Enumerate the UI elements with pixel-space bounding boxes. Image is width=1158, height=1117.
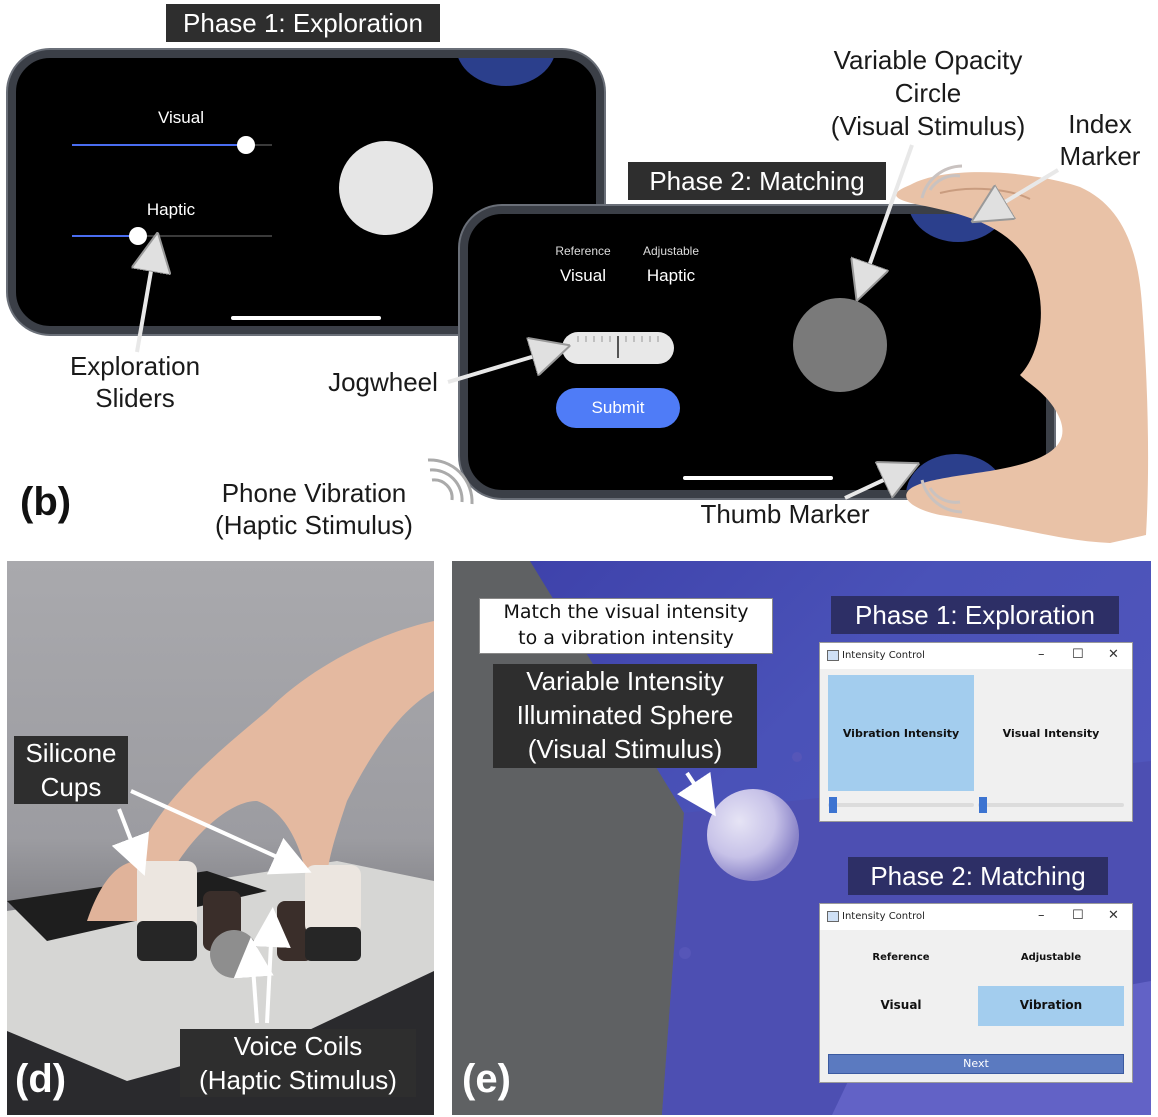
- panel-d-label: (d): [15, 1057, 67, 1101]
- silicone-cups-label-1: Silicone: [14, 736, 128, 770]
- silicone-cups-label-2: Cups: [14, 770, 128, 804]
- app-icon: [827, 911, 839, 922]
- phase2-tag-b: Phase 2: Matching: [628, 162, 886, 200]
- intensity-window-1: Intensity Control – ☐ ✕ Vibration Intens…: [819, 642, 1133, 822]
- index-marker-label-1: Index: [1068, 109, 1132, 139]
- maximize-icon[interactable]: ☐: [1072, 908, 1084, 923]
- panel-b-label: (b): [20, 480, 72, 524]
- reference-header: Reference: [555, 244, 611, 258]
- close-icon[interactable]: ✕: [1108, 908, 1119, 923]
- haptic-slider-fill: [72, 235, 138, 237]
- close-icon[interactable]: ✕: [1108, 647, 1119, 662]
- minimize-icon[interactable]: –: [1038, 908, 1045, 923]
- window-title: Intensity Control: [842, 650, 925, 661]
- adjustable-value: Haptic: [646, 266, 696, 285]
- home-indicator: [231, 316, 381, 320]
- index-marker-label-2: Marker: [1059, 141, 1141, 171]
- visual-slider-track[interactable]: [978, 803, 1124, 807]
- visual-intensity-label: Visual Intensity: [1002, 727, 1100, 740]
- panel-d-arrows: [111, 789, 312, 1024]
- phase1-tag-e: Phase 1: Exploration: [831, 596, 1119, 634]
- phone-vibration-label-2: (Haptic Stimulus): [215, 510, 413, 540]
- visual-slider-label: Visual: [158, 108, 204, 127]
- jogwheel-ticks: [577, 336, 659, 358]
- visual-slider-handle[interactable]: [979, 797, 987, 813]
- instruction-line-1: Match the visual intensity: [503, 601, 749, 623]
- intensity-window-2: Intensity Control – ☐ ✕ Reference Adjust…: [819, 903, 1133, 1083]
- phone-exploration: Visual Haptic: [8, 50, 604, 334]
- home-indicator: [683, 476, 833, 480]
- adjustable-header: Adjustable: [1020, 952, 1082, 963]
- window-titlebar[interactable]: Intensity Control – ☐ ✕: [820, 643, 1132, 669]
- visual-slider-fill: [72, 144, 246, 146]
- instruction-box: Match the visual intensity to a vibratio…: [479, 598, 773, 654]
- visual-slider-knob[interactable]: [237, 136, 255, 154]
- adjustable-value-block: [978, 986, 1124, 1026]
- phase1-tag-b: Phase 1: Exploration: [166, 4, 440, 42]
- variable-opacity-label-2: Circle: [894, 78, 962, 108]
- submit-button[interactable]: Submit: [556, 388, 680, 428]
- jogwheel[interactable]: [562, 332, 674, 364]
- exploration-sliders-label-1: Exploration: [69, 351, 201, 381]
- variable-opacity-label-3: (Visual Stimulus): [830, 111, 1026, 141]
- sphere-label-2: Illuminated Sphere: [493, 698, 757, 732]
- reference-value: Visual: [880, 998, 922, 1012]
- app-icon: [827, 650, 839, 661]
- voice-coils-label-2: (Haptic Stimulus): [180, 1063, 416, 1097]
- phone-vibration-label-1: Phone Vibration: [221, 478, 407, 508]
- thumb-marker-label: Thumb Marker: [700, 499, 870, 529]
- reference-header: Reference: [872, 952, 930, 963]
- reference-value: Visual: [560, 266, 606, 285]
- vibration-slider-handle[interactable]: [829, 797, 837, 813]
- minimize-icon[interactable]: –: [1038, 647, 1045, 662]
- illuminated-sphere: [707, 789, 799, 881]
- opacity-circle: [793, 298, 887, 392]
- sphere-label-3: (Visual Stimulus): [493, 732, 757, 768]
- sphere-label-1: Variable Intensity: [493, 664, 757, 698]
- panel-e: Match the visual intensity to a vibratio…: [452, 561, 1151, 1115]
- vibration-intensity-label: Vibration Intensity: [842, 727, 960, 740]
- vibration-intensity-block: [828, 675, 974, 791]
- panel-b-arrows: [0, 144, 1060, 514]
- phase2-tag-e: Phase 2: Matching: [848, 857, 1108, 895]
- variable-opacity-label-1: Variable Opacity: [833, 45, 1023, 75]
- visual-circle: [339, 141, 433, 235]
- next-button[interactable]: Next: [828, 1054, 1124, 1074]
- adjustable-value: Vibration: [1019, 998, 1083, 1012]
- maximize-icon[interactable]: ☐: [1072, 647, 1084, 662]
- adjustable-header: Adjustable: [642, 244, 700, 258]
- window-title: Intensity Control: [842, 911, 925, 922]
- voice-coils-label-1: Voice Coils: [180, 1029, 416, 1063]
- window-titlebar[interactable]: Intensity Control – ☐ ✕: [820, 904, 1132, 930]
- panel-e-label: (e): [462, 1057, 511, 1101]
- vibration-icon: [427, 458, 474, 505]
- jogwheel-label: Jogwheel: [328, 367, 438, 397]
- haptic-slider-label: Haptic: [146, 200, 196, 219]
- vibration-slider-track[interactable]: [828, 803, 974, 807]
- panel-d: Silicone Cups Voice Coils (Haptic Stimul…: [7, 561, 434, 1115]
- instruction-line-2: to a vibration intensity: [518, 627, 734, 649]
- exploration-sliders-label-2: Sliders: [95, 383, 175, 413]
